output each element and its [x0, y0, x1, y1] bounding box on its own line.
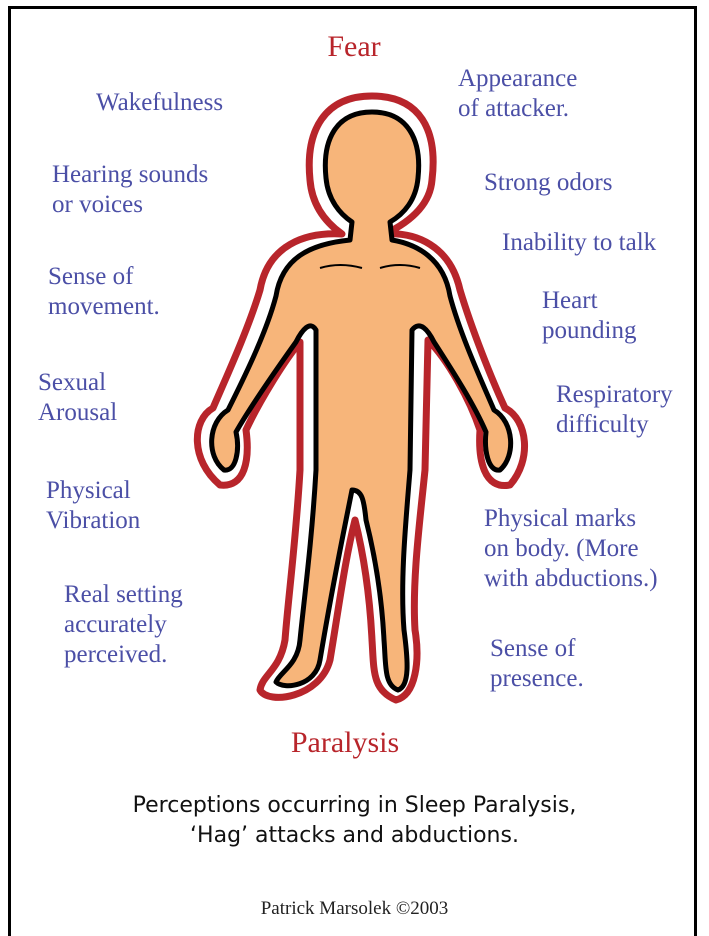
- label-sense-presence: Sense of presence.: [490, 634, 584, 694]
- label-heart-pounding: Heart pounding: [542, 286, 636, 346]
- body-silhouette: [197, 96, 524, 700]
- label-real-setting: Real setting accurately perceived.: [64, 580, 183, 670]
- label-sense-movement: Sense of movement.: [48, 262, 160, 322]
- label-respiratory-difficulty: Respiratory difficulty: [556, 380, 673, 440]
- label-strong-odors: Strong odors: [484, 168, 612, 198]
- credit-line: Patrick Marsolek ©2003: [0, 898, 709, 920]
- label-wakefulness: Wakefulness: [96, 88, 223, 118]
- label-inability-talk: Inability to talk: [502, 228, 656, 258]
- figure-caption: Perceptions occurring in Sleep Paralysis…: [0, 791, 709, 851]
- label-hearing-sounds: Hearing sounds or voices: [52, 160, 208, 220]
- label-fear: Fear: [327, 30, 380, 63]
- label-physical-vibration: Physical Vibration: [46, 476, 140, 536]
- label-physical-marks: Physical marks on body. (More with abduc…: [484, 504, 658, 594]
- label-sexual-arousal: Sexual Arousal: [38, 368, 117, 428]
- label-paralysis: Paralysis: [291, 726, 399, 759]
- label-appearance-attacker: Appearance of attacker.: [458, 64, 577, 124]
